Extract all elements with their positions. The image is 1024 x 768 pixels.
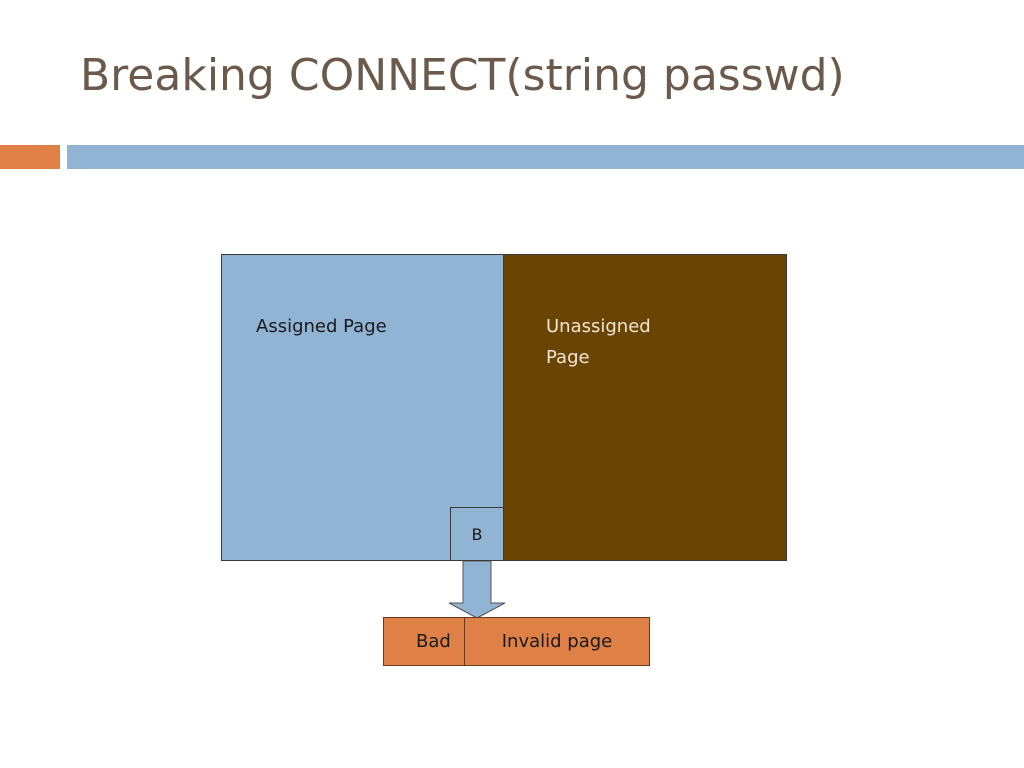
pointer-b-label: B bbox=[471, 524, 483, 544]
bad-box: Bad bbox=[383, 617, 472, 666]
unassigned-page-label: Unassigned Page bbox=[546, 316, 651, 368]
down-arrow-icon bbox=[448, 561, 506, 619]
bad-label: Bad bbox=[416, 631, 451, 652]
invalid-page-label: Invalid page bbox=[501, 631, 613, 652]
pointer-b-box: B bbox=[450, 507, 504, 561]
invalid-page-box: Invalid page bbox=[464, 617, 650, 666]
slide-title: Breaking CONNECT(string passwd) bbox=[80, 50, 845, 101]
unassigned-page-block bbox=[504, 254, 787, 561]
title-accent-blue-bar bbox=[67, 145, 1024, 169]
assigned-page-label: Assigned Page bbox=[256, 316, 387, 337]
title-accent-orange-bar bbox=[0, 145, 60, 169]
